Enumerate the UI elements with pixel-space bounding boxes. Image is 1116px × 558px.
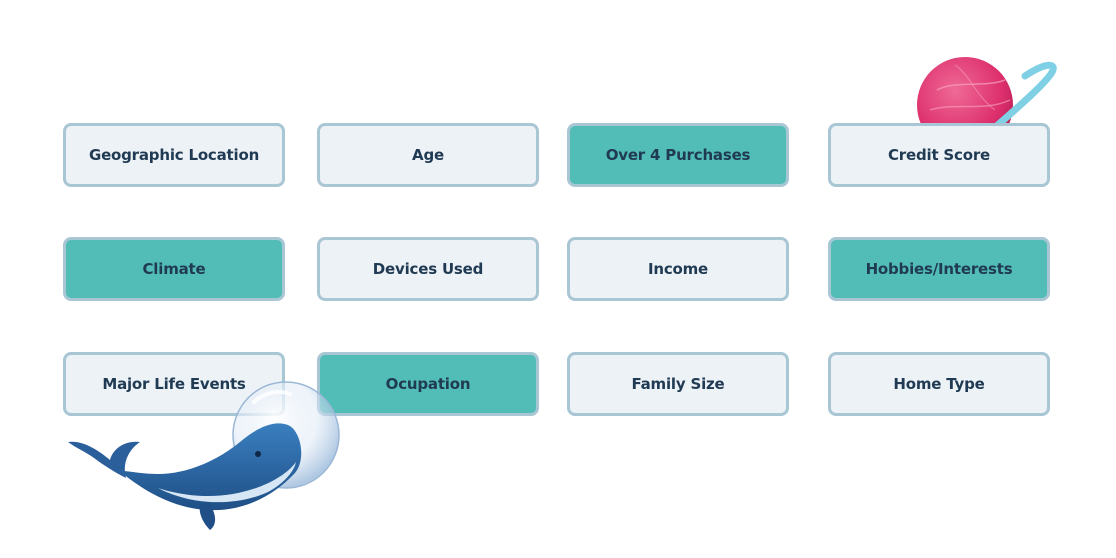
tile-credit-score[interactable]: Credit Score (828, 123, 1050, 187)
tile-devices-used[interactable]: Devices Used (317, 237, 539, 301)
tile-label: Climate (142, 260, 206, 278)
tile-label: Major Life Events (102, 375, 246, 393)
tile-label: Credit Score (887, 146, 991, 164)
tile-income[interactable]: Income (567, 237, 789, 301)
tile-family-size[interactable]: Family Size (567, 352, 789, 416)
tile-climate[interactable]: Climate (63, 237, 285, 301)
tile-geographic-location[interactable]: Geographic Location (63, 123, 285, 187)
tile-age[interactable]: Age (317, 123, 539, 187)
tile-ocupation[interactable]: Ocupation (317, 352, 539, 416)
tile-label: Ocupation (385, 375, 471, 393)
tile-over-4-purchases[interactable]: Over 4 Purchases (567, 123, 789, 187)
tile-label: Age (412, 146, 444, 164)
tile-hobbies-interests[interactable]: Hobbies/Interests (828, 237, 1050, 301)
tile-label: Devices Used (372, 260, 484, 278)
tile-label: Home Type (893, 375, 985, 393)
tile-label: Hobbies/Interests (865, 260, 1013, 278)
tile-label: Family Size (631, 375, 725, 393)
planet-illustration (917, 57, 1057, 130)
tile-label: Geographic Location (88, 146, 260, 164)
tile-label: Over 4 Purchases (605, 146, 751, 164)
tile-home-type[interactable]: Home Type (828, 352, 1050, 416)
tile-label: Income (647, 260, 709, 278)
whale-in-bubble-illustration (68, 381, 340, 530)
